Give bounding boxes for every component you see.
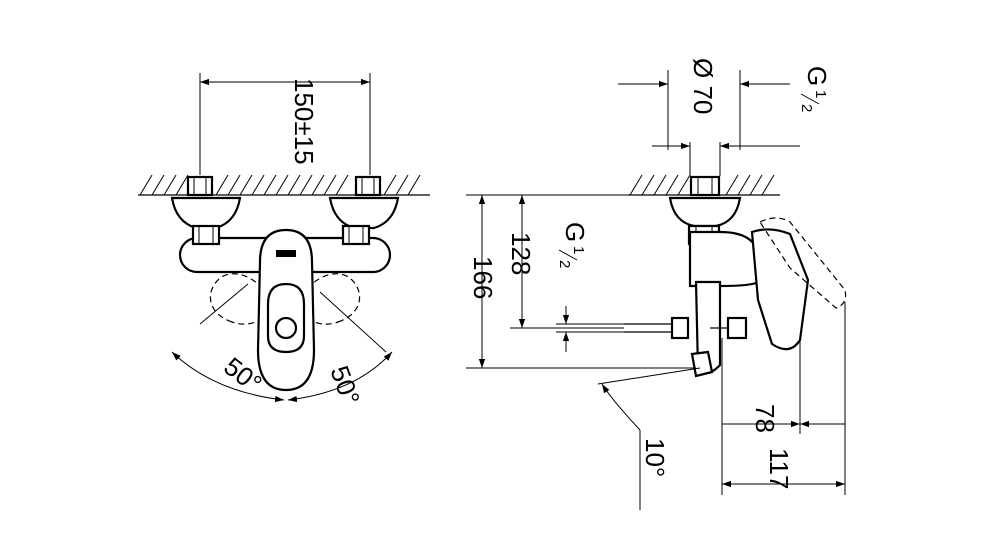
svg-text:1: 1	[812, 90, 829, 98]
height-outlet-label: 128	[506, 232, 536, 275]
wall-connector-left	[186, 175, 214, 197]
tilt-ref-line	[597, 367, 701, 385]
eccentric-nut-right	[341, 224, 371, 246]
side-view: Ø 70 G 1 2 166 128 G 1 2	[466, 58, 847, 510]
outlet-nut	[670, 316, 690, 340]
angle-ref-right	[319, 291, 387, 353]
spacing-dim-label: 150±15	[289, 78, 319, 165]
angle-arc-right	[287, 351, 393, 403]
side-lever-solid	[750, 228, 810, 351]
tilt-label: 10°	[640, 438, 670, 477]
thread-top-label: G 1 2	[798, 66, 832, 112]
escutcheon-side	[668, 196, 742, 228]
svg-text:G: G	[560, 222, 590, 242]
brand-mark	[276, 250, 296, 257]
spout-tip	[690, 350, 714, 378]
shower-connector	[726, 316, 748, 340]
wall-hatch-front	[139, 174, 421, 196]
wall-connector-right	[354, 175, 382, 197]
wall-connector-side	[689, 175, 721, 197]
angle-arc-left	[171, 351, 285, 403]
svg-text:2: 2	[798, 104, 815, 112]
diameter-label: Ø 70	[688, 58, 718, 114]
depth-total-label: 117	[764, 448, 794, 489]
escutcheon-right	[328, 196, 400, 230]
escutcheon-left	[170, 196, 242, 230]
side-lever-dashed	[759, 217, 847, 309]
svg-text:G: G	[802, 66, 832, 86]
svg-text:1: 1	[570, 246, 587, 254]
depth-outlet-label: 78	[750, 404, 780, 433]
wall-hatch-side	[629, 174, 775, 196]
angle-ref-left	[199, 283, 249, 325]
eccentric-nut-left	[191, 224, 221, 246]
svg-text:2: 2	[556, 260, 573, 268]
angle-label-right: 50°	[324, 362, 366, 409]
side-body-upper	[688, 230, 760, 288]
front-view: 150±15 50° 50°	[138, 73, 430, 409]
tilt-arc	[601, 383, 641, 431]
height-total-label: 166	[468, 256, 498, 299]
lever-knob	[274, 316, 298, 340]
thread-outlet-label: G 1 2	[556, 222, 590, 268]
